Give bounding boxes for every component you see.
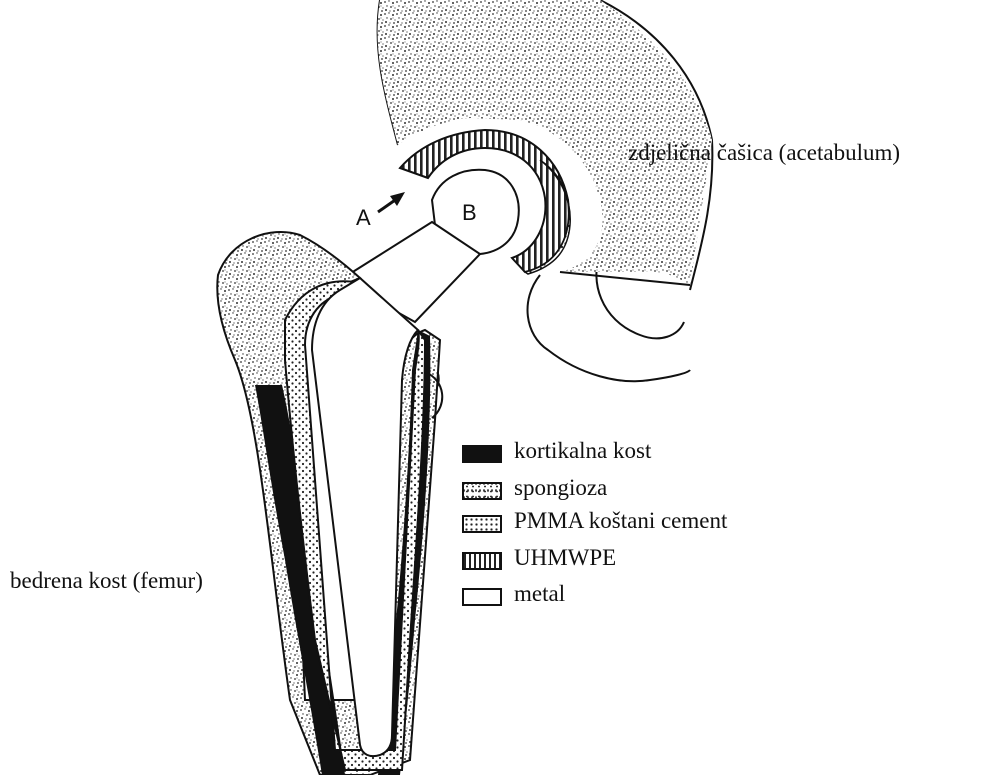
- acetabulum-label: zdjelična čašica (acetabulum): [628, 140, 900, 166]
- marker-b-label: B: [462, 200, 477, 226]
- legend-swatch-uhmwpe: [462, 552, 502, 570]
- legend-label-cortical: kortikalna kost: [514, 438, 651, 464]
- femur-label: bedrena kost (femur): [10, 568, 203, 594]
- legend-swatch-pmma: [462, 515, 502, 533]
- legend-swatch-spongiosa: [462, 482, 502, 500]
- legend-label-spongiosa: spongioza: [514, 475, 607, 501]
- legend-swatch-metal: [462, 588, 502, 606]
- legend-label-pmma: PMMA koštani cement: [514, 508, 727, 534]
- legend-label-metal: metal: [514, 581, 565, 607]
- marker-a-label: A: [356, 205, 371, 231]
- legend-swatch-cortical: [462, 445, 502, 463]
- legend-label-uhmwpe: UHMWPE: [514, 545, 616, 571]
- marker-a-arrow: [378, 192, 405, 212]
